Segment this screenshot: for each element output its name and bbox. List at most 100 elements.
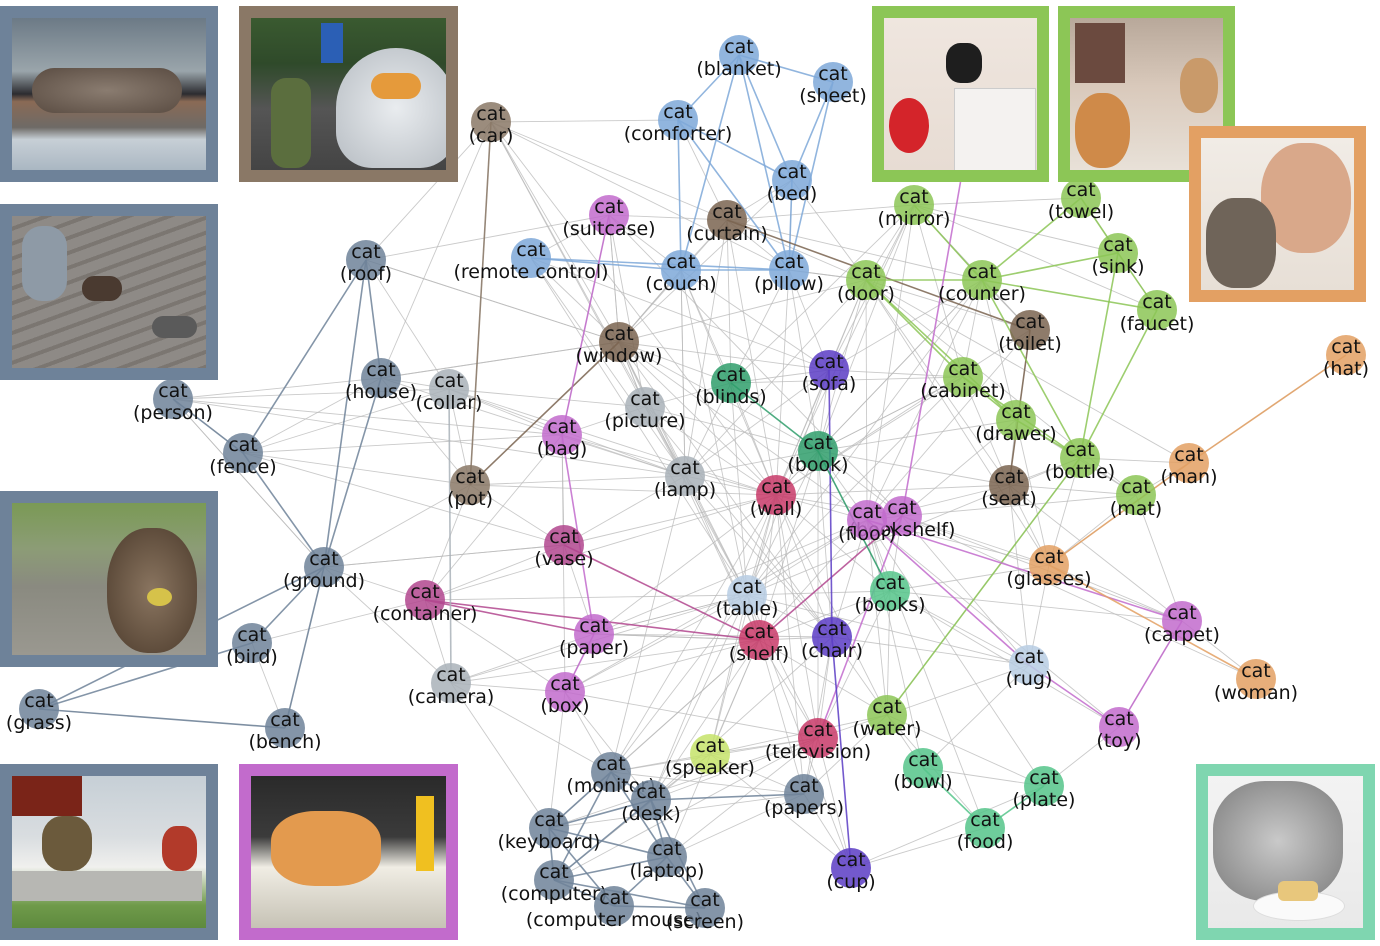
node-title-blanket: cat [724, 36, 754, 58]
edge-wall-speaker [709, 494, 777, 755]
node-circle-wall [756, 475, 796, 515]
node-title-bookshelf: cat [887, 497, 917, 519]
edge-wall-pillow [775, 269, 790, 496]
edge-floor-box [564, 519, 868, 693]
edge-drawer-glasses [1015, 419, 1050, 566]
edge-chair-desk [650, 636, 833, 801]
edge-curtain-mirror [726, 204, 915, 221]
node-circle-shelf [739, 620, 779, 660]
node-suitcase: cat(suitcase) [562, 195, 656, 240]
node-title-fence: cat [228, 434, 258, 456]
edge-rug-water [886, 664, 1030, 716]
edge-roof-fence [242, 259, 367, 454]
edge-lamp-vase [563, 475, 686, 546]
node-label-toilet: (toilet) [998, 333, 1062, 355]
node-faucet: cat(faucet) [1120, 290, 1194, 335]
edge-hat-man [1188, 354, 1347, 464]
edge-mirror-cabinet [913, 204, 964, 378]
node-laptop: cat(laptop) [630, 837, 705, 882]
edge-roof-car [365, 121, 492, 261]
edge-bookshelf-glasses [901, 515, 1050, 566]
node-circle-sofa [809, 350, 849, 390]
node-camera: cat(camera) [408, 663, 494, 708]
node-circle-carpet [1162, 601, 1202, 641]
node-title-container: cat [410, 581, 440, 603]
edge-books-shelf [758, 590, 891, 641]
node-keyboard: cat(keyboard) [498, 808, 600, 853]
node-title-blinds: cat [716, 364, 746, 386]
edge-curtain-blinds [726, 219, 732, 384]
node-label-box: (box) [540, 695, 589, 717]
node-label-bag: (bag) [537, 438, 588, 460]
node-label-pillow: (pillow) [754, 273, 824, 295]
edge-shelf-bookshelf [758, 515, 903, 641]
node-title-bag: cat [547, 416, 577, 438]
node-circle-bowl [903, 748, 943, 788]
node-shelf: cat(shelf) [729, 620, 789, 665]
node-circle-sink [1098, 233, 1138, 273]
node-label-cup: (cup) [826, 871, 875, 893]
node-title-carpet: cat [1167, 602, 1197, 624]
node-label-laptop: (laptop) [630, 860, 705, 882]
node-title-mirror: cat [899, 186, 929, 208]
edge-pillow-blinds [730, 269, 790, 384]
node-circle-table [727, 575, 767, 615]
edge-sofa-chair [828, 369, 833, 638]
edge-ground-bench [284, 566, 325, 729]
edge-chair-cup [831, 636, 852, 869]
edge-glasses-woman [1048, 564, 1257, 680]
node-title-speaker: cat [695, 735, 725, 757]
node-grass: cat(grass) [6, 689, 72, 734]
node-title-picture: cat [630, 388, 660, 410]
edge-shelf-camera [450, 639, 760, 684]
node-circle-bed [772, 160, 812, 200]
nodes-layer: cat(blanket)cat(sheet)cat(comforter)cat(… [6, 35, 1369, 933]
node-food: cat(food) [957, 808, 1013, 853]
photo-cat-on-bench [0, 764, 218, 940]
node-circle-blinds [711, 363, 751, 403]
node-title-towel: cat [1066, 179, 1096, 201]
node-title-sink: cat [1103, 234, 1133, 256]
node-label-house: (house) [345, 381, 417, 403]
node-title-hat: cat [1331, 336, 1361, 358]
edge-mirror-blinds [730, 204, 915, 384]
node-blanket: cat(blanket) [696, 35, 782, 80]
edge-paper-shelf [593, 633, 760, 641]
node-circle-roof [346, 240, 386, 280]
node-circle-comforter [658, 100, 698, 140]
node-remote: cat(remote control) [453, 238, 609, 283]
node-title-vase: cat [549, 526, 579, 548]
edge-mat-carpet [1135, 494, 1183, 622]
node-label-screen: (screen) [666, 911, 744, 933]
node-sheet: cat(sheet) [799, 62, 867, 107]
node-circle-bird [232, 623, 272, 663]
edge-wall-monitor [610, 494, 777, 773]
node-title-curtain: cat [712, 201, 742, 223]
node-cabinet: cat(cabinet) [920, 357, 1006, 402]
node-toilet: cat(toilet) [998, 310, 1062, 355]
node-label-door: (door) [837, 283, 895, 305]
edge-collar-camera [448, 388, 452, 684]
node-title-rug: cat [1014, 646, 1044, 668]
edge-books-rug [889, 590, 1030, 666]
node-circle-chair [812, 617, 852, 657]
edge-roof-suitcase [365, 214, 610, 261]
edge-toy-floor [866, 519, 1120, 728]
edge-table-desk [650, 594, 748, 801]
node-title-seat: cat [994, 466, 1024, 488]
node-title-computer: cat [539, 861, 569, 883]
node-title-screen: cat [690, 889, 720, 911]
node-speaker: cat(speaker) [665, 734, 755, 779]
edge-suitcase-bag [561, 214, 610, 436]
node-circle-container [405, 580, 445, 620]
node-container: cat(container) [373, 580, 477, 625]
edge-carpet-toy [1118, 620, 1183, 728]
edge-comforter-pillow [677, 119, 790, 271]
edge-cabinet-sofa [828, 369, 964, 378]
edge-wall-picture [644, 406, 777, 496]
node-title-box: cat [550, 673, 580, 695]
node-label-television: (television) [765, 741, 871, 763]
edge-book-mirror [817, 204, 915, 452]
node-circle-man [1169, 443, 1209, 483]
node-title-table: cat [732, 576, 762, 598]
